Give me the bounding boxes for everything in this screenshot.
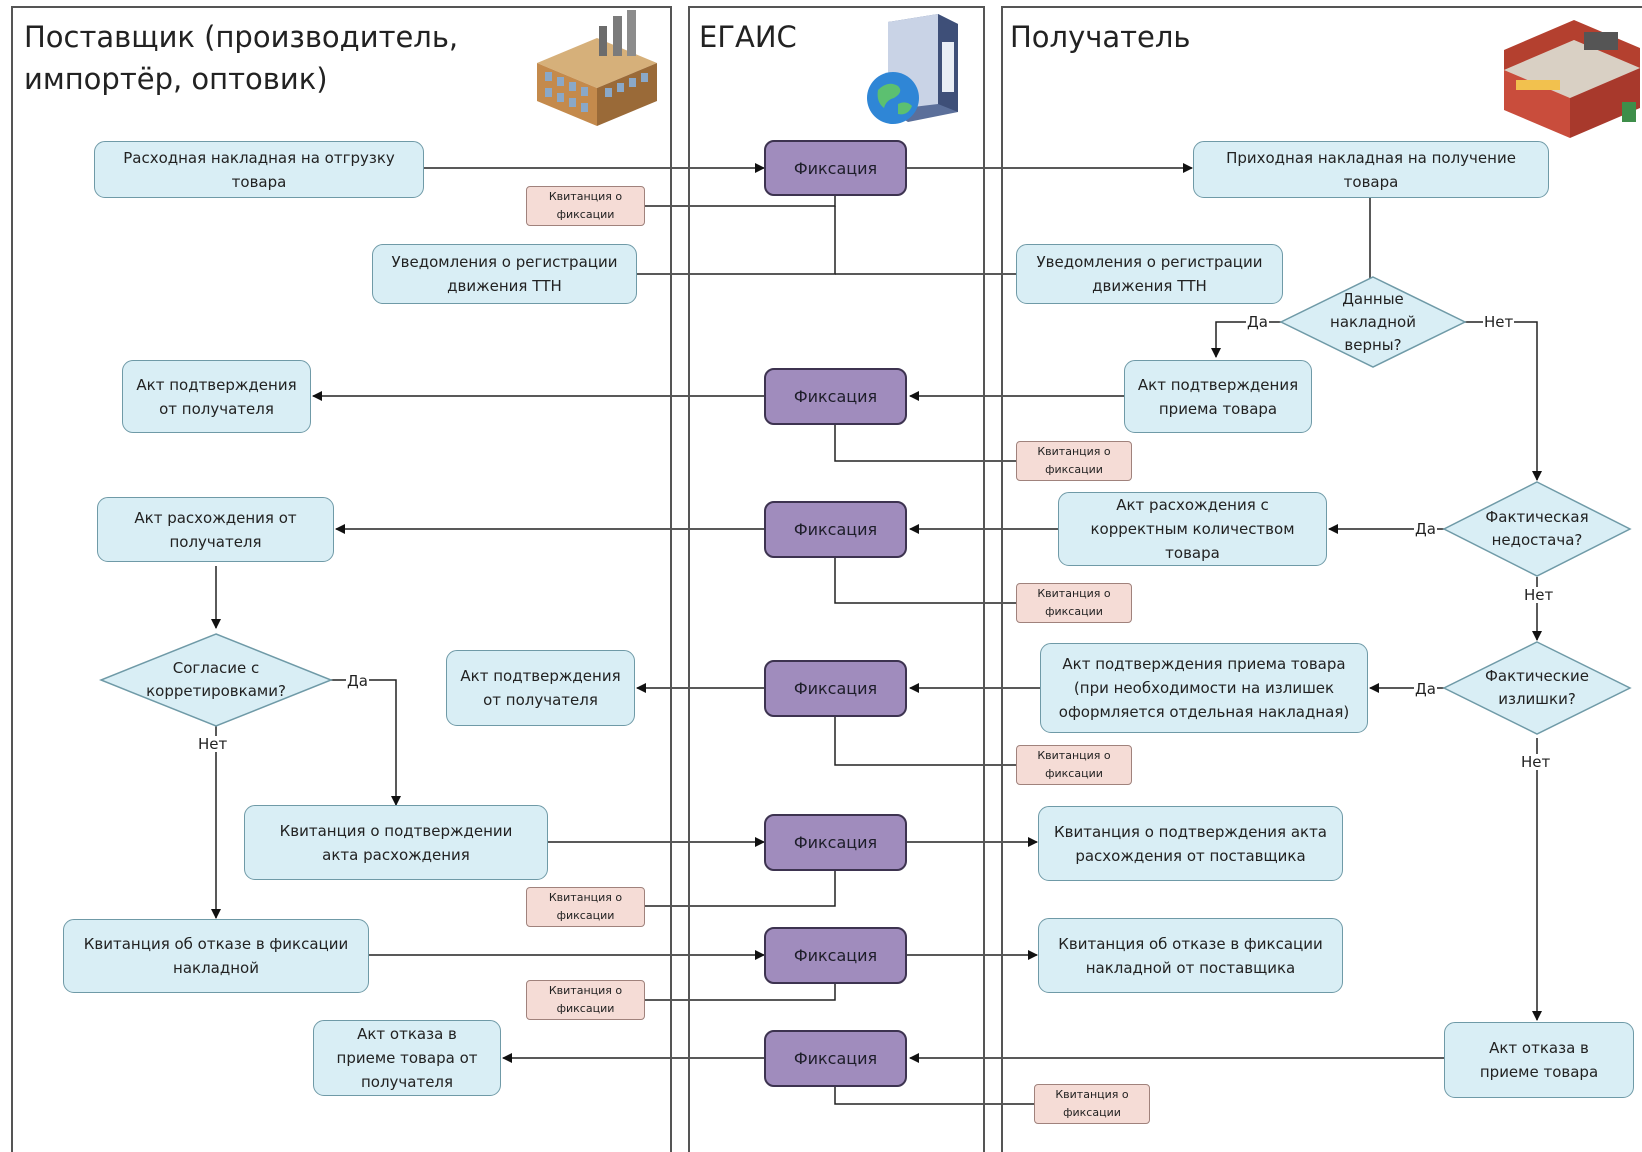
supplier-akt-otkaza[interactable]: Акт отказа в приеме товара от получателя — [313, 1020, 501, 1096]
supplier-akt-raskhozhdeniya[interactable]: Акт расхождения от получателя — [97, 497, 334, 562]
egais-fixation-6[interactable]: Фиксация — [764, 927, 907, 984]
edge-fix7-receipt — [834, 1087, 1034, 1105]
egais-fixation-5[interactable]: Фиксация — [764, 814, 907, 871]
egais-fixation-1[interactable]: Фиксация — [764, 140, 907, 196]
recipient-akt-otkaza[interactable]: Акт отказа в приеме товара — [1444, 1022, 1634, 1098]
supplier-rashodnaya-nakladnaya[interactable]: Расходная накладная на отгрузку товара — [94, 141, 424, 198]
recipient-akt-raskhozhdeniya[interactable]: Акт расхождения с корректным количеством… — [1058, 492, 1327, 566]
store-icon — [1504, 20, 1640, 138]
edge-fix3-receipt — [834, 558, 1016, 604]
decision-izlishki-shape — [1442, 641, 1632, 735]
egais-fixation-4[interactable]: Фиксация — [764, 660, 907, 717]
supplier-kvitanciya-podtverzhdenii[interactable]: Квитанция о подтверждении акта расхожден… — [244, 805, 548, 880]
label-verno-no: Нет — [1483, 313, 1515, 331]
lane-title-supplier: Поставщик (производитель, импортёр, опто… — [24, 20, 459, 96]
label-nedostacha-no: Нет — [1523, 586, 1555, 604]
edge-fix4-receipt — [834, 717, 1016, 766]
decision-izlishki[interactable]: Фактические излишки? — [1484, 667, 1590, 708]
label-soglasie-no: Нет — [197, 735, 229, 753]
supplier-receipt-2[interactable]: Квитанция о фиксации — [526, 887, 645, 927]
lane-egais — [688, 6, 985, 1152]
edge-fix5-receipt — [645, 871, 836, 907]
supplier-akt-podtverzhdeniya[interactable]: Акт подтверждения от получателя — [122, 360, 311, 433]
recipient-akt-podtverzhdeniya-izlishek[interactable]: Акт подтверждения приема товара (при нео… — [1040, 643, 1368, 733]
decision-nedostacha-shape — [1442, 481, 1632, 577]
label-nedostacha-yes: Да — [1414, 520, 1437, 538]
decision-verno-shape — [1279, 276, 1467, 368]
supplier-receipt-3[interactable]: Квитанция о фиксации — [526, 980, 645, 1020]
recipient-receipt-1[interactable]: Квитанция о фиксации — [1016, 441, 1132, 481]
decision-soglasie-shape — [98, 633, 334, 727]
lane-title-egais: ЕГАИС — [699, 20, 797, 54]
recipient-receipt-2[interactable]: Квитанция о фиксации — [1016, 583, 1132, 623]
lane-recipient — [1001, 6, 1642, 1152]
edge-fix2-receipt — [834, 425, 1016, 462]
recipient-akt-podtverzhdeniya[interactable]: Акт подтверждения приема товара — [1124, 360, 1312, 433]
label-soglasie-yes: Да — [346, 672, 369, 690]
label-verno-yes: Да — [1246, 313, 1269, 331]
server-globe-icon — [867, 14, 958, 124]
supplier-uvedomlenie-ttn[interactable]: Уведомления о регистрации движения ТТН — [372, 244, 637, 304]
supplier-akt-podtverzhdeniya-2[interactable]: Акт подтверждения от получателя — [446, 650, 635, 726]
recipient-uvedomlenie-ttn[interactable]: Уведомления о регистрации движения ТТН — [1016, 244, 1283, 304]
supplier-receipt-1[interactable]: Квитанция о фиксации — [526, 186, 645, 226]
recipient-kvitanciya-podtverzhdeniya[interactable]: Квитанция о подтверждения акта расхожден… — [1038, 806, 1343, 881]
decision-verno[interactable]: Данные накладной верны? — [1330, 289, 1416, 354]
recipient-receipt-4[interactable]: Квитанция о фиксации — [1034, 1084, 1150, 1124]
label-izlishki-no: Нет — [1520, 753, 1552, 771]
egais-fixation-7[interactable]: Фиксация — [764, 1030, 907, 1087]
decision-soglasie[interactable]: Согласие с корретировками? — [146, 659, 286, 700]
recipient-kvitanciya-otkaz[interactable]: Квитанция об отказе в фиксации накладной… — [1038, 918, 1343, 993]
factory-icon — [537, 10, 657, 126]
supplier-kvitanciya-otkaz[interactable]: Квитанция об отказе в фиксации накладной — [63, 919, 369, 993]
lane-supplier — [11, 6, 672, 1152]
label-izlishki-yes: Да — [1414, 680, 1437, 698]
egais-fixation-2[interactable]: Фиксация — [764, 368, 907, 425]
lane-title-recipient: Получатель — [1010, 20, 1191, 54]
edge-fix6-receipt — [645, 984, 836, 1001]
recipient-prihodnaya-nakladnaya[interactable]: Приходная накладная на получение товара — [1193, 141, 1549, 198]
recipient-receipt-3[interactable]: Квитанция о фиксации — [1016, 745, 1132, 785]
egais-fixation-3[interactable]: Фиксация — [764, 501, 907, 558]
decision-nedostacha[interactable]: Фактическая недостача? — [1485, 508, 1589, 549]
